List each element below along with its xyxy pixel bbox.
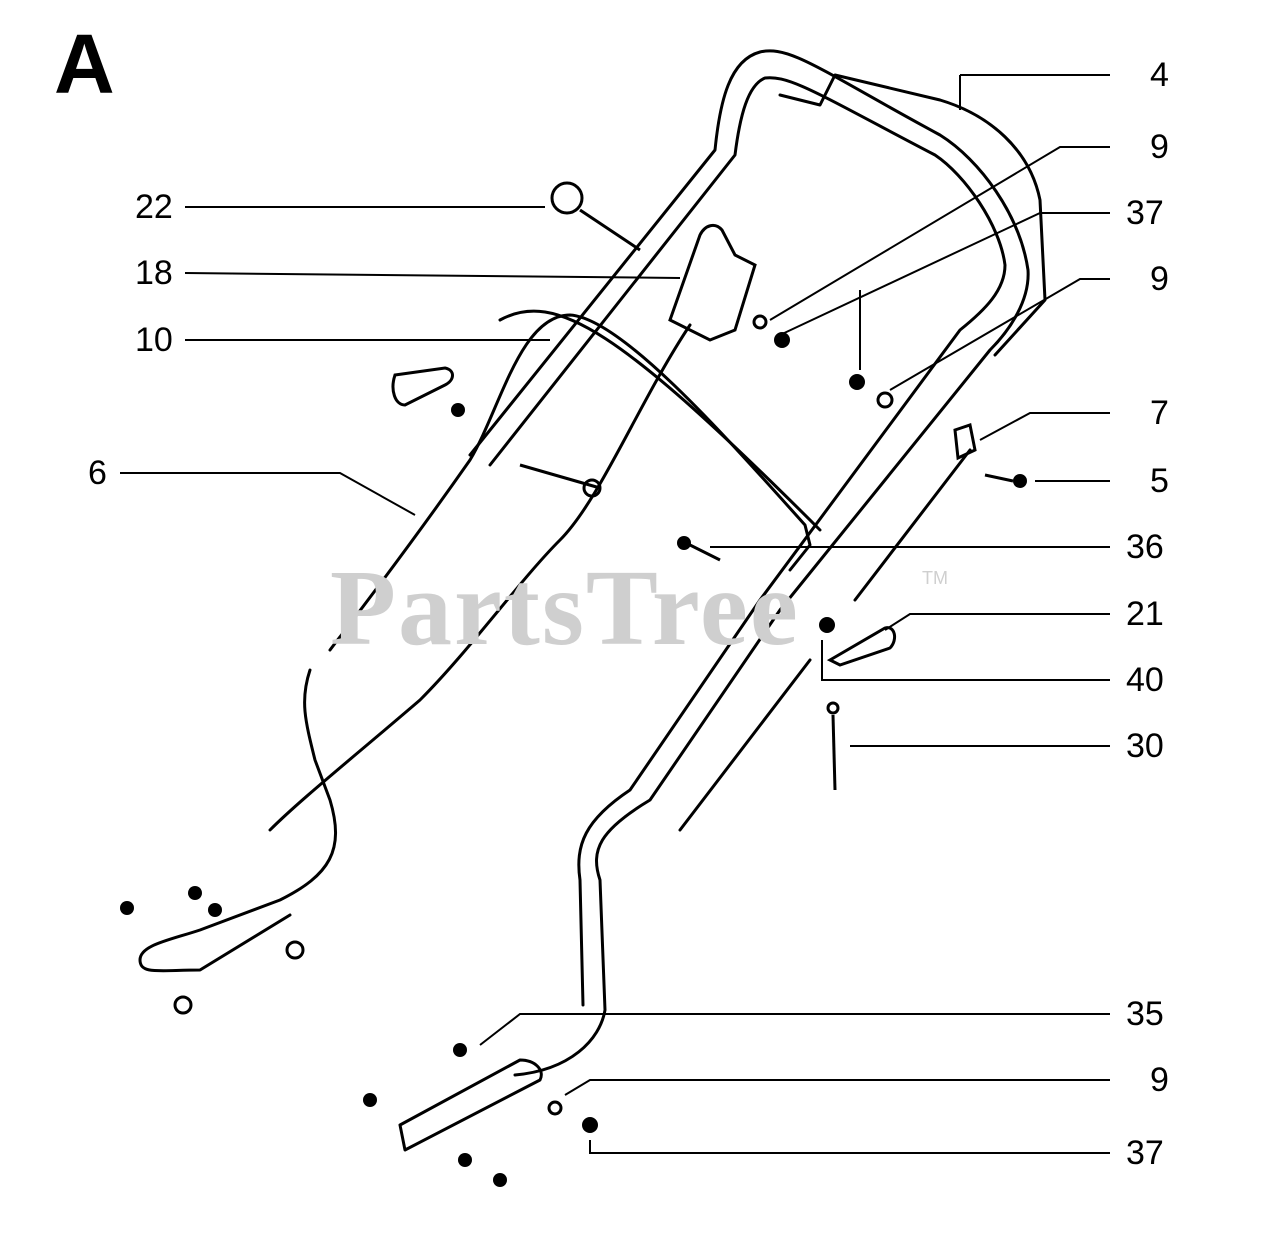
bolt-head-icon bbox=[285, 940, 305, 960]
leader-lines bbox=[120, 74, 1110, 1154]
nut-icon bbox=[819, 617, 835, 633]
control-cable bbox=[268, 323, 692, 832]
nut-icon bbox=[582, 1117, 598, 1133]
bolt-head-icon bbox=[173, 995, 193, 1015]
callout-label: 37 bbox=[1126, 194, 1164, 232]
cable-clip-icon bbox=[953, 423, 977, 461]
callout-label: 4 bbox=[1150, 56, 1169, 94]
callout-label: 9 bbox=[1150, 260, 1169, 298]
nut-icon bbox=[188, 886, 202, 900]
nut-icon bbox=[120, 901, 134, 915]
callout-label: 30 bbox=[1126, 727, 1164, 765]
callout-label: 37 bbox=[1126, 1134, 1164, 1172]
nut-icon bbox=[208, 903, 222, 917]
nut-icon bbox=[774, 332, 790, 348]
nut-icon bbox=[363, 1093, 377, 1107]
washer-icon bbox=[752, 314, 768, 330]
watermark-text: PartsTree bbox=[330, 549, 800, 668]
callout-label: 22 bbox=[135, 188, 173, 226]
throttle-control-icon bbox=[668, 223, 757, 342]
nut-icon bbox=[849, 374, 865, 390]
callout-label: 35 bbox=[1126, 995, 1164, 1033]
cable-tie-icon bbox=[831, 714, 837, 791]
callout-label: 18 bbox=[135, 254, 173, 292]
callout-label: 10 bbox=[135, 321, 173, 359]
washer-icon bbox=[547, 1100, 563, 1116]
callout-label: 9 bbox=[1150, 1061, 1169, 1099]
callout-label: 21 bbox=[1126, 595, 1164, 633]
nut-icon bbox=[458, 1153, 472, 1167]
lower-handle-tube bbox=[328, 313, 812, 652]
callout-label: 6 bbox=[88, 454, 107, 492]
nut-icon bbox=[493, 1173, 507, 1187]
nut-icon bbox=[453, 1043, 467, 1057]
nut-icon bbox=[451, 403, 465, 417]
upper-handle-tube bbox=[468, 49, 1030, 1077]
section-letter: A bbox=[54, 17, 115, 111]
bolt-head-icon bbox=[1013, 474, 1027, 488]
knob-icon bbox=[826, 626, 897, 667]
watermark-trademark: TM bbox=[922, 568, 948, 588]
callout-label: 9 bbox=[1150, 128, 1169, 166]
callout-label: 36 bbox=[1126, 528, 1164, 566]
callout-label: 7 bbox=[1150, 394, 1169, 432]
ring-pin-icon bbox=[550, 181, 584, 215]
washer-icon bbox=[876, 391, 894, 409]
callout-label: 5 bbox=[1150, 462, 1169, 500]
knob-icon bbox=[391, 366, 454, 407]
callout-label: 40 bbox=[1126, 661, 1164, 699]
bolt-head-icon bbox=[677, 536, 691, 550]
